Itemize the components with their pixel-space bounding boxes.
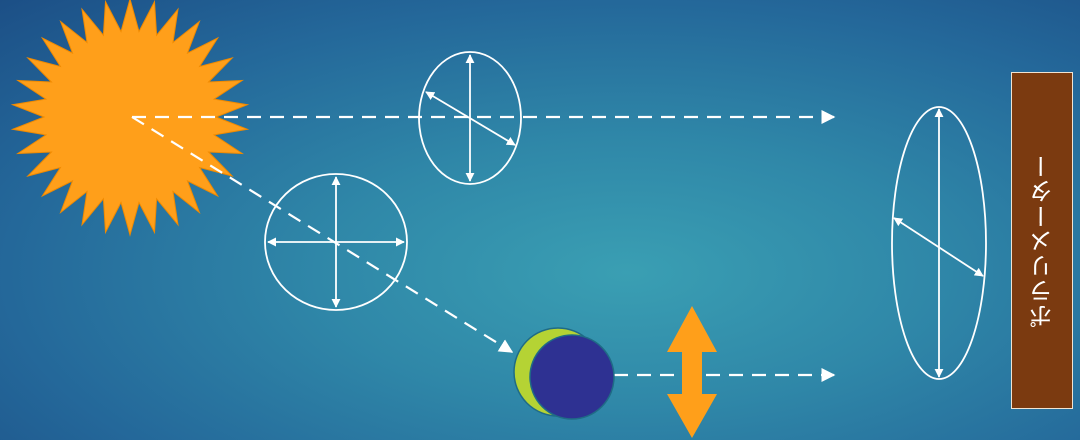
planet-icon <box>514 328 614 419</box>
double-arrow-icon <box>667 306 717 438</box>
polarimeter-label: ポラリメーター <box>1025 153 1060 328</box>
unpolarized-circle-icon <box>265 174 407 310</box>
measured-ellipse-icon <box>892 107 986 379</box>
polarimeter-label-box: ポラリメーター <box>1011 72 1073 409</box>
